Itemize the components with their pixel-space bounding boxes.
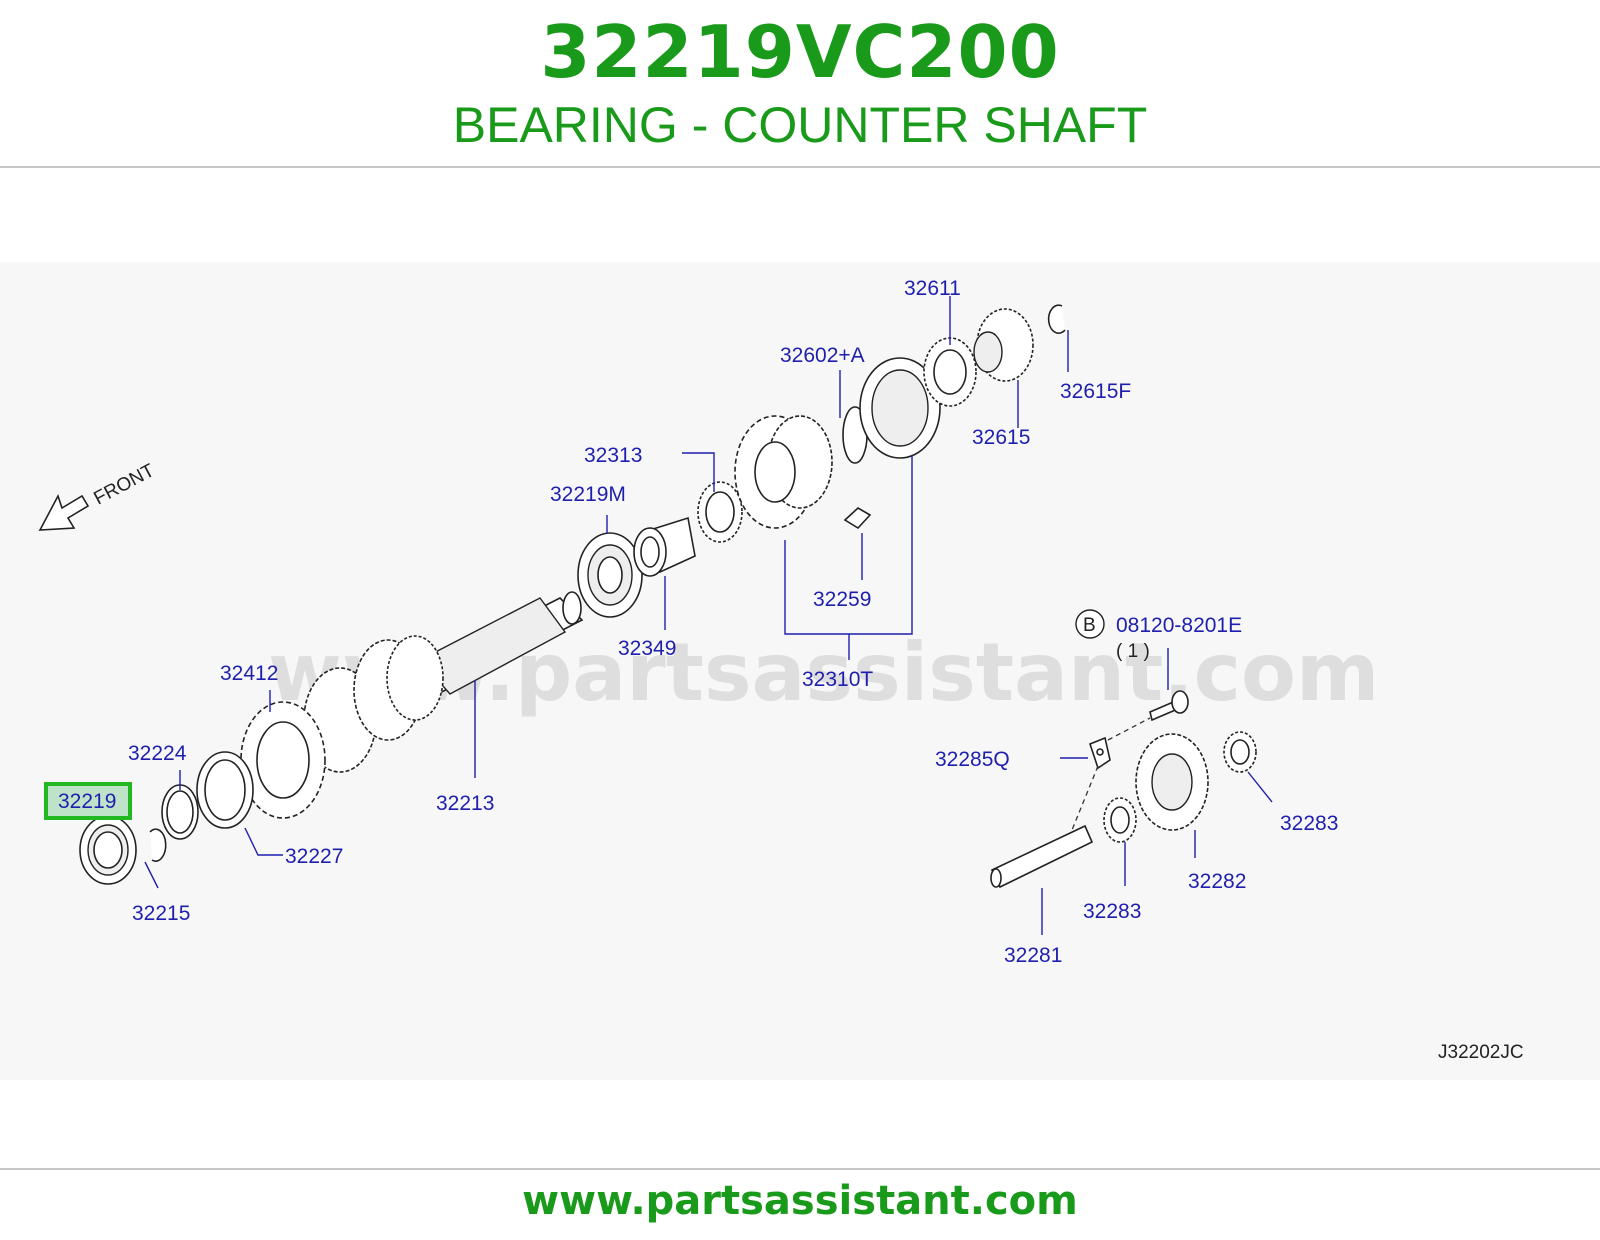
snap-ring-32215-part[interactable]: [149, 828, 167, 862]
part-name-subtitle: BEARING - COUNTER SHAFT: [452, 97, 1148, 153]
hub-32615-part[interactable]: [973, 308, 1034, 382]
diagram-code: J32202JC: [1438, 1042, 1524, 1063]
bearing-32219-part[interactable]: [79, 815, 137, 885]
page-header: 32219VC200 BEARING - COUNTER SHAFT: [0, 0, 1600, 170]
callout-badge-b: B: [1083, 615, 1096, 636]
idler-shaft-32281-part[interactable]: [990, 824, 1094, 889]
gear-32611-part[interactable]: [923, 337, 977, 407]
callout-32213[interactable]: 32213: [436, 792, 494, 815]
assembly-dash-line: [1107, 717, 1151, 741]
callout-32602a[interactable]: 32602+A: [780, 344, 865, 367]
footer-divider: [0, 1168, 1600, 1170]
needle-bearing-32283-upper-part[interactable]: [1223, 731, 1257, 773]
callout-32615[interactable]: 32615: [972, 426, 1030, 449]
callout-32285q[interactable]: 32285Q: [935, 748, 1010, 771]
callout-32283-lower[interactable]: 32283: [1083, 900, 1141, 923]
callout-32310t[interactable]: 32310T: [802, 668, 873, 691]
callout-08120-qty: ( 1 ): [1116, 641, 1150, 662]
callout-32282[interactable]: 32282: [1188, 870, 1246, 893]
needle-bearing-32313-part[interactable]: [697, 481, 743, 543]
callout-08120-8201e[interactable]: 08120-8201E: [1116, 614, 1242, 637]
callout-32313[interactable]: 32313: [584, 444, 642, 467]
callout-32227[interactable]: 32227: [285, 845, 343, 868]
callout-32259[interactable]: 32259: [813, 588, 871, 611]
callout-32283-right[interactable]: 32283: [1280, 812, 1338, 835]
leader-lines: [103, 296, 1273, 935]
front-arrow-icon: [38, 493, 90, 531]
badge-circle: [1075, 609, 1105, 639]
front-label: FRONT: [90, 460, 158, 509]
footer-url-link[interactable]: www.partsassistant.com: [522, 1178, 1078, 1224]
thrust-washer-part[interactable]: [196, 751, 254, 829]
callout-32281[interactable]: 32281: [1004, 944, 1062, 967]
key-32259-part[interactable]: [843, 507, 872, 530]
ring-32224-part[interactable]: [161, 784, 199, 840]
idler-gear-32282-part[interactable]: [1135, 733, 1209, 831]
bearing-32219m-part[interactable]: [577, 532, 643, 618]
bolt-08120-part[interactable]: [1149, 690, 1189, 722]
callout-32224[interactable]: 32224: [128, 742, 187, 765]
header-divider: [0, 166, 1600, 168]
assembly-dash-line: [1071, 765, 1099, 831]
sleeve-32349-part[interactable]: [633, 516, 696, 577]
needle-bearing-32283-part[interactable]: [1103, 797, 1137, 843]
highlighted-part-box: [44, 782, 132, 820]
callout-32215[interactable]: 32215: [132, 902, 190, 925]
callout-32219m[interactable]: 32219M: [550, 483, 626, 506]
callout-32611[interactable]: 32611: [904, 277, 961, 300]
gear-32310t-part[interactable]: [734, 415, 833, 529]
callout-32219[interactable]: 32219: [58, 790, 116, 813]
synchro-sleeve-part[interactable]: [859, 357, 941, 459]
diagram-background: [0, 262, 1600, 1080]
part-number-title: 32219VC200: [540, 10, 1060, 94]
gear-32412-part[interactable]: [240, 701, 326, 819]
callout-32349[interactable]: 32349: [618, 637, 676, 660]
callout-32412[interactable]: 32412: [220, 662, 278, 685]
snap-ring-32615f-part[interactable]: [1047, 304, 1066, 334]
bracket-32285q-part[interactable]: [1089, 736, 1111, 770]
callout-32615f[interactable]: 32615F: [1060, 380, 1131, 403]
